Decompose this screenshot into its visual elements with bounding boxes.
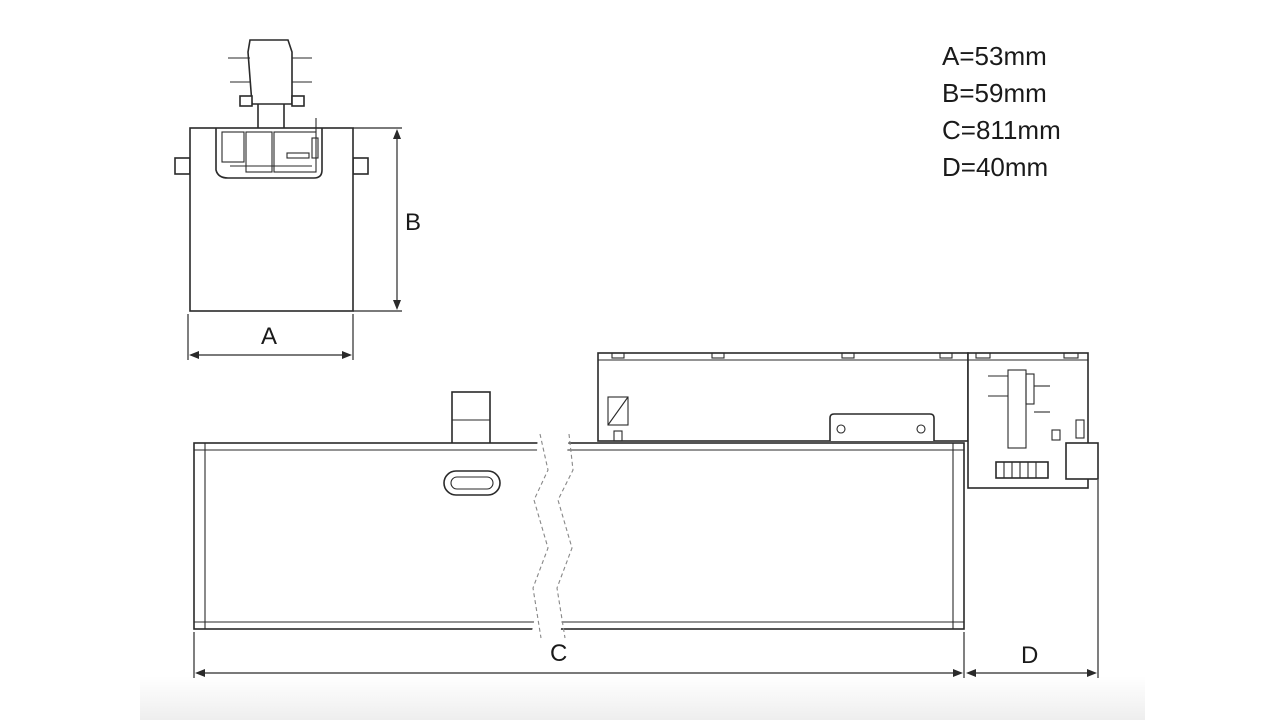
label-b: B [405, 209, 421, 236]
label-d: D [1021, 642, 1038, 669]
break-gap [530, 432, 572, 640]
legend-item-b: B=59mm [942, 78, 1047, 108]
side-view [193, 352, 1099, 678]
luminaire-body [193, 442, 965, 630]
oval-window [443, 470, 501, 496]
knurled-knob [995, 461, 1049, 479]
background-floor [140, 676, 1145, 720]
left-nub [174, 157, 191, 175]
legend-item-a: A=53mm [942, 41, 1047, 71]
legend-item-c: C=811mm [942, 115, 1061, 145]
dimension-legend: A=53mm B=59mm C=811mm D=40mm [942, 38, 1061, 186]
connector-well [215, 128, 323, 179]
end-cap-connector [1065, 442, 1099, 480]
label-a: A [261, 323, 277, 350]
end-view [174, 39, 402, 360]
mounting-bracket [829, 413, 935, 441]
right-nub [352, 157, 369, 175]
break-line-left [532, 433, 549, 639]
side-adapter [451, 391, 491, 445]
break-line-right [556, 433, 574, 639]
label-c: C [550, 640, 567, 667]
legend-item-d: D=40mm [942, 152, 1049, 182]
adapter-head [247, 39, 293, 105]
